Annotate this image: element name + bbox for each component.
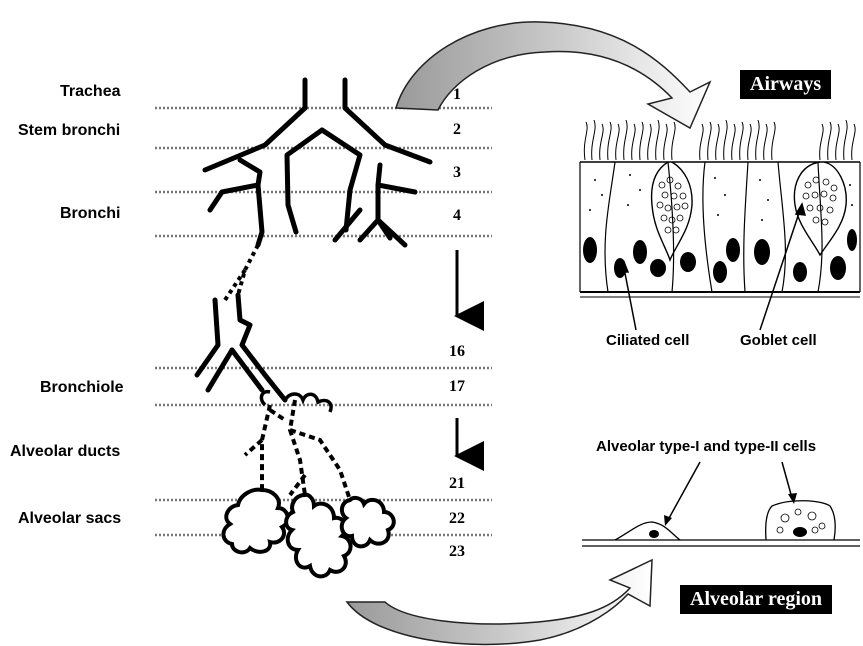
airways-banner: Airways — [740, 70, 831, 99]
bronchial-tree-dashed — [225, 245, 258, 300]
type-i-cell — [615, 522, 680, 540]
generation-number: 2 — [437, 121, 477, 139]
generation-number: 4 — [437, 207, 477, 225]
alveolar-cells-illustration — [582, 462, 860, 546]
level-label-alveolar-sacs: Alveolar sacs — [18, 510, 121, 528]
bottom-curved-arrow — [347, 560, 652, 644]
generation-number: 21 — [437, 475, 477, 493]
alveolar-region-banner: Alveolar region — [680, 585, 832, 614]
level-label-bronchi: Bronchi — [60, 205, 120, 223]
bronchial-tree — [197, 80, 430, 400]
generation-number: 22 — [437, 510, 477, 528]
generation-number: 3 — [437, 164, 477, 182]
level-label-bronchiole: Bronchiole — [40, 379, 124, 397]
level-label-trachea: Trachea — [60, 83, 120, 101]
level-label-stem-bronchi: Stem bronchi — [18, 122, 120, 140]
goblet-cell-label: Goblet cell — [740, 332, 817, 349]
ciliated-cell-label: Ciliated cell — [606, 332, 689, 349]
nuclei — [583, 229, 857, 283]
cilia — [584, 120, 855, 160]
level-label-alveolar-ducts: Alveolar ducts — [10, 443, 120, 461]
generation-number: 1 — [437, 86, 477, 104]
generation-number: 23 — [437, 543, 477, 561]
alveolar-cells-label: Alveolar type-I and type-II cells — [596, 438, 816, 455]
alveolar-sacs — [223, 490, 393, 577]
alveolar-ducts — [245, 400, 350, 500]
top-curved-arrow — [396, 22, 710, 128]
generation-number: 17 — [437, 378, 477, 396]
generation-number: 16 — [437, 343, 477, 361]
cell-pointers — [620, 204, 805, 330]
